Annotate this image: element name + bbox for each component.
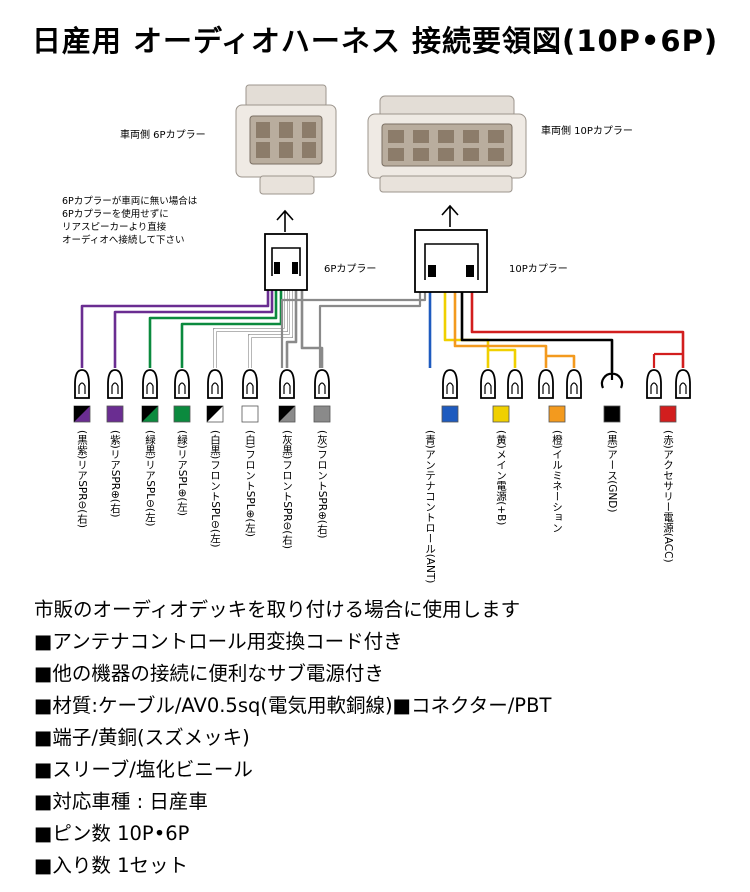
label-layer: (黒紫)リアSPR⊖(右) (紫)リアSPR⊕(右) (緑黒)リアSPL⊖(左) (緑… bbox=[76, 430, 674, 583]
terminal-layer bbox=[74, 369, 691, 399]
color-swatch-w7 bbox=[278, 405, 296, 423]
feature-item: ■端子/黄銅(スズメッキ) bbox=[34, 726, 250, 749]
feature-item: ■ピン数 10P•6P bbox=[34, 822, 190, 845]
wire-terminal bbox=[566, 369, 582, 399]
feature-item: ■対応車種 : 日産車 bbox=[34, 790, 208, 813]
color-swatch-w1 bbox=[73, 405, 91, 423]
wire-terminal bbox=[675, 369, 691, 399]
wire-terminal bbox=[242, 369, 258, 399]
wire-label-w11: (橙)イルミネーション bbox=[551, 430, 563, 533]
wire-label-w12: (黒)アース(GND) bbox=[606, 430, 618, 512]
ring-terminal-gnd bbox=[600, 372, 624, 389]
feature-list: 市販のオーディオデッキを取り付ける場合に使用します ■アンテナコントロール用変換… bbox=[34, 594, 551, 882]
wire-terminal bbox=[507, 369, 523, 399]
wire-terminal bbox=[480, 369, 496, 399]
wire-terminal bbox=[74, 369, 90, 399]
wire-label-w3: (緑黒)リアSPL⊖(左) bbox=[144, 430, 156, 527]
feature-item: ■材質:ケーブル/AV0.5sq(電気用軟銅線)■コネクター/PBT bbox=[34, 694, 552, 717]
swatch-layer bbox=[73, 405, 677, 423]
wire-terminal bbox=[142, 369, 158, 399]
harness-6p-connector bbox=[264, 233, 308, 291]
note-6p: 6Pカプラーが車両に無い場合は 6Pカプラーを使用せずに リアスピーカーより直接… bbox=[62, 195, 198, 246]
wire-label-w10: (黄)メイン電源(+B) bbox=[495, 430, 507, 525]
color-swatch-w12 bbox=[603, 405, 621, 423]
wire-terminal bbox=[207, 369, 223, 399]
color-swatch-w9 bbox=[441, 405, 459, 423]
color-swatch-w8 bbox=[313, 405, 331, 423]
svg-text:6Pカプラーが車両に無い場合は: 6Pカプラーが車両に無い場合は bbox=[62, 195, 198, 207]
wire-terminal bbox=[646, 369, 662, 399]
wire-terminal bbox=[314, 369, 330, 399]
wire-label-w2: (紫)リアSPR⊕(右) bbox=[109, 430, 121, 517]
vehicle-6p-label: 車両側 6Pカプラー bbox=[120, 128, 206, 141]
arrow-up-6p bbox=[276, 209, 294, 232]
wire-terminal bbox=[442, 369, 458, 399]
wire-terminal bbox=[174, 369, 190, 399]
feature-item: ■入り数 1セット bbox=[34, 854, 189, 877]
feature-item: ■アンテナコントロール用変換コード付き bbox=[34, 630, 403, 653]
page-title: 日産用 オーディオハーネス 接続要領図(10P•6P) bbox=[31, 24, 719, 58]
color-swatch-w10 bbox=[492, 405, 510, 423]
wire-label-w13: (赤)アクセサリー電源(ACC) bbox=[662, 430, 674, 563]
wire-label-w4: (緑)リアSPL⊕(左) bbox=[176, 430, 188, 516]
feature-item: ■他の機器の接続に便利なサブ電源付き bbox=[34, 662, 384, 685]
wire-label-w5: (白黒)フロントSPL⊖(左) bbox=[209, 430, 221, 548]
feature-item: 市販のオーディオデッキを取り付ける場合に使用します bbox=[34, 598, 521, 621]
wiring-diagram: 車両側 6Pカプラー 車両側 10Pカプラー 6Pカプラーが車両に無い場合は 6… bbox=[62, 84, 691, 583]
color-swatch-w3 bbox=[141, 405, 159, 423]
arrow-up-10p bbox=[441, 204, 459, 227]
color-swatch-w11 bbox=[548, 405, 566, 423]
wire-label-w8: (灰)フロントSPR⊕(右) bbox=[316, 430, 328, 538]
color-swatch-w6 bbox=[241, 405, 259, 423]
wire-label-w6: (白)フロントSPL⊕(左) bbox=[244, 430, 256, 537]
wire-terminal bbox=[107, 369, 123, 399]
color-swatch-w13 bbox=[659, 405, 677, 423]
color-swatch-w4 bbox=[173, 405, 191, 423]
vehicle-10p-label: 車両側 10Pカプラー bbox=[541, 124, 633, 137]
color-swatch-w5 bbox=[206, 405, 224, 423]
wire-terminal bbox=[279, 369, 295, 399]
svg-text:オーディオへ接続して下さい: オーディオへ接続して下さい bbox=[62, 234, 185, 246]
svg-text:リアスピーカーより直接: リアスピーカーより直接 bbox=[62, 221, 167, 233]
wire-label-w7: (灰黒)フロントSPR⊖(右) bbox=[281, 430, 293, 549]
wire-terminal bbox=[538, 369, 554, 399]
harness-10p-connector bbox=[414, 229, 488, 293]
vehicle-6p-coupler-image bbox=[235, 84, 337, 195]
feature-item: ■スリーブ/塩化ビニール bbox=[34, 758, 253, 781]
wire-label-w9: (青)アンテナコントロール(ANT) bbox=[424, 430, 436, 583]
vehicle-10p-coupler-image bbox=[367, 95, 527, 193]
color-swatch-w2 bbox=[106, 405, 124, 423]
svg-text:6Pカプラーを使用せずに: 6Pカプラーを使用せずに bbox=[62, 208, 169, 220]
wire-layer bbox=[80, 290, 685, 372]
wire-label-w1: (黒紫)リアSPR⊖(右) bbox=[76, 430, 88, 528]
harness-6p-label: 6Pカプラー bbox=[324, 263, 376, 275]
harness-10p-label: 10Pカプラー bbox=[509, 263, 568, 275]
